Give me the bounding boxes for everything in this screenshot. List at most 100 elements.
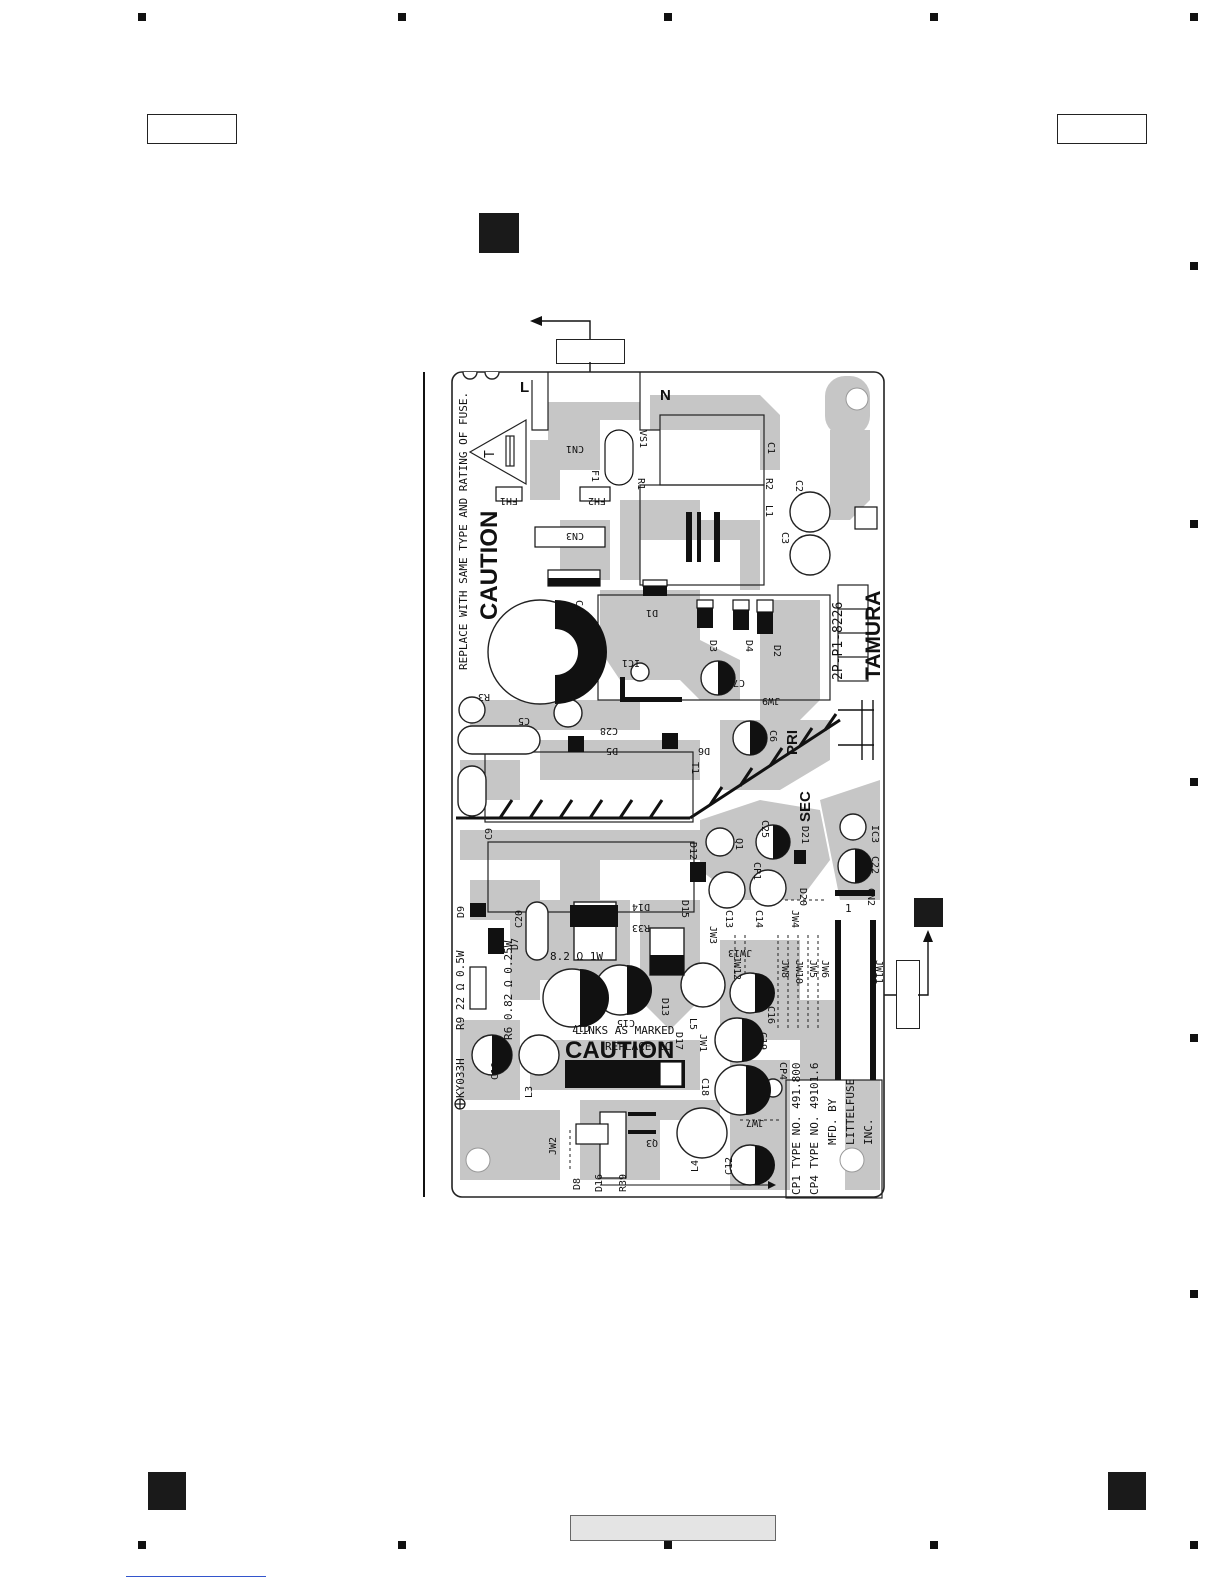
- ref-cn2: CN2: [865, 888, 876, 906]
- ref-c19: C19: [757, 1032, 768, 1050]
- ref-r3: R3: [478, 691, 490, 702]
- registration-mark: [664, 13, 672, 21]
- ref-c12: C12: [724, 1157, 735, 1175]
- ref-c17: C17: [572, 1022, 590, 1033]
- replace-ic-text: REPLACE IC: [605, 1040, 671, 1053]
- registration-mark: [398, 1541, 406, 1549]
- ref-jw7: JW7: [746, 1117, 764, 1128]
- board-notches: [462, 371, 500, 380]
- brand-logo-text: TAMURA: [862, 591, 885, 680]
- registration-mark: [398, 13, 406, 21]
- ref-f1: F1: [589, 470, 600, 482]
- ref-d20: D20: [797, 888, 808, 906]
- ref-c25: C25: [759, 820, 770, 838]
- registration-mark: [1190, 1541, 1198, 1549]
- fuse-warning-text: REPLACE WITH SAME TYPE AND RATING OF FUS…: [457, 392, 470, 670]
- page-number-bar: [570, 1515, 776, 1541]
- ref-c10: C10: [490, 1062, 501, 1080]
- ref-c20: C20: [514, 910, 525, 928]
- ref-c18: C18: [699, 1078, 710, 1096]
- ref-fh1: FH1: [500, 495, 518, 506]
- ground-symbol: [454, 1098, 466, 1110]
- jumper-links: [569, 899, 825, 1170]
- registration-mark: [1190, 262, 1198, 270]
- ref-q1: Q1: [733, 838, 744, 850]
- registration-mark: [138, 1541, 146, 1549]
- r6-rating-text: R6 0.82 Ω 0.25W: [502, 940, 515, 1040]
- cp1-type-text: CP1 TYPE NO. 491.800: [790, 1063, 803, 1195]
- ref-l3: L3: [524, 1086, 535, 1098]
- ref-d14: D14: [632, 901, 650, 912]
- ref-jw1: JW1: [697, 1034, 708, 1052]
- fuse-warning-triangle: [468, 418, 527, 486]
- ref-l4: L4: [690, 1160, 701, 1172]
- ref-jw11: JW11: [873, 960, 884, 984]
- registration-mark: [1190, 520, 1198, 528]
- arrow-head-right: [923, 930, 933, 942]
- ref-c14: C14: [753, 910, 764, 928]
- section-marker-top: [479, 213, 519, 253]
- ref-c5: C5: [518, 715, 530, 726]
- line-label-N: N: [660, 387, 671, 404]
- cp4-type-text: CP4 TYPE NO. 49101.6: [808, 1063, 821, 1195]
- ref-d8: D8: [572, 1178, 583, 1190]
- ref-q3: Q3: [646, 1137, 658, 1148]
- links-text: LINKS AS MARKED: [575, 1024, 674, 1037]
- signal-arrow-head: [768, 1181, 776, 1189]
- part-number-text: 2P-P1-8226: [831, 602, 846, 680]
- caution-label-bottom: CAUTION: [565, 1037, 674, 1064]
- fuse-holders: [495, 429, 878, 587]
- ref-vs1: VS1: [637, 430, 648, 448]
- ref-jw3: JW3: [707, 926, 718, 944]
- ref-c28: C28: [600, 725, 618, 736]
- ref-r1: R1: [635, 478, 646, 490]
- ref-d6: D6: [698, 745, 710, 756]
- corner-marker-bottom-right: [1108, 1472, 1146, 1510]
- header-right-box: [1057, 114, 1147, 144]
- ref-jw12: JW12: [731, 956, 742, 980]
- ref-t1: T1: [689, 762, 700, 774]
- ref-d15: D15: [679, 900, 690, 918]
- ref-cp1: CP1: [751, 862, 762, 880]
- ref-c2: C2: [793, 480, 804, 492]
- registration-mark: [138, 13, 146, 21]
- ref-d21: D21: [799, 826, 810, 844]
- jumper-bars: [838, 700, 874, 760]
- registration-mark: [1190, 1034, 1198, 1042]
- ref-d17: D17: [673, 1032, 684, 1050]
- ref-ic3: IC3: [869, 825, 880, 843]
- mfd-by-text: MFD. BY: [826, 1098, 839, 1145]
- ref-jw4: JW4: [789, 910, 800, 928]
- ref-c1: C1: [765, 442, 776, 454]
- ref-jw8: JW8: [779, 960, 790, 978]
- page-link-underline: [126, 1576, 266, 1577]
- capacitor-polarity-marks: [492, 600, 872, 1185]
- ref-d1: D1: [646, 607, 658, 618]
- ref-d16: D16: [594, 1174, 605, 1192]
- maker-suffix-text: INC.: [862, 1119, 875, 1146]
- caution-label-top: CAUTION: [476, 511, 503, 620]
- cn2-pin-label: 1: [845, 902, 852, 915]
- ref-d4: D4: [743, 640, 754, 652]
- sec-label: SEC: [797, 791, 814, 822]
- header-left-box: [147, 114, 237, 144]
- ref-d13: D13: [659, 998, 670, 1016]
- registration-mark: [930, 1541, 938, 1549]
- maker-name-text: LITTELFUSE: [844, 1079, 857, 1145]
- pri-label: PRI: [784, 730, 801, 755]
- section-marker-right: [914, 898, 943, 927]
- ref-jw9: JW9: [762, 695, 780, 706]
- ref-jw6: JW6: [819, 960, 830, 978]
- line-label-L: L: [520, 379, 529, 396]
- registration-mark: [930, 13, 938, 21]
- ref-r39: R39: [618, 1174, 629, 1192]
- ref-fh2: FH2: [588, 495, 606, 506]
- ref-r2: R2: [763, 478, 774, 490]
- ref-d3: D3: [707, 640, 718, 652]
- r9-rating-text: R9 22 Ω 0.5W: [454, 950, 467, 1030]
- registration-mark: [664, 1541, 672, 1549]
- ref-c16: C16: [765, 1006, 776, 1024]
- ref-l1: L1: [763, 505, 774, 517]
- ref-jw2: JW2: [548, 1137, 559, 1155]
